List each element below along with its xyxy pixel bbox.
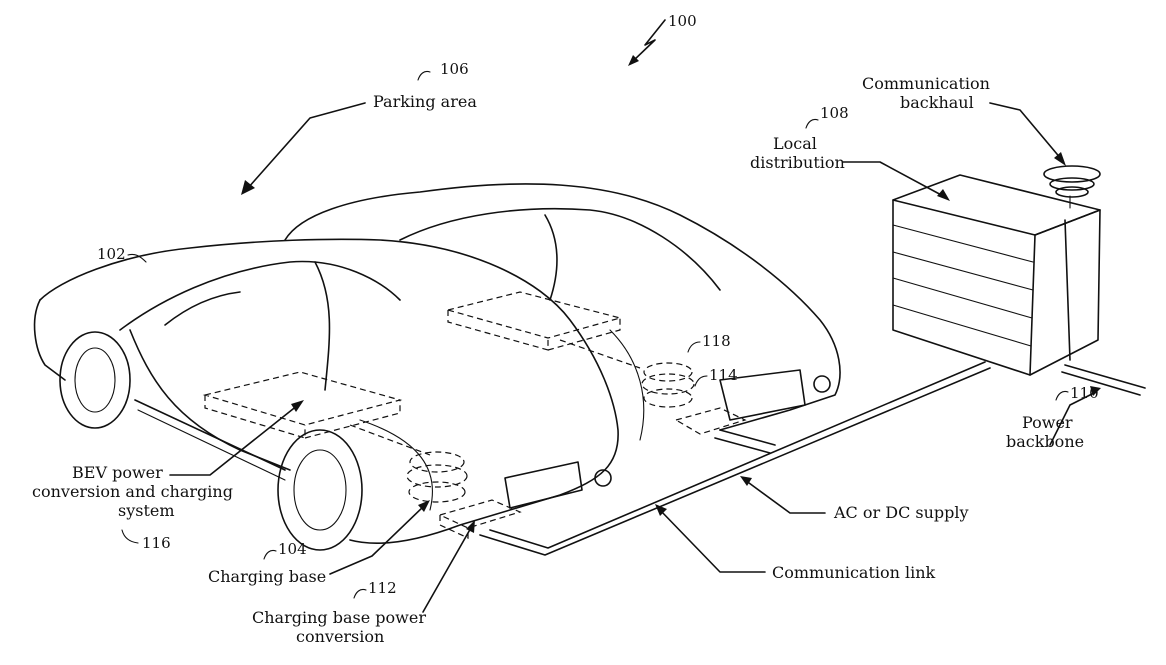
rear-vehicle <box>284 183 841 441</box>
label-parking-area: Parking area <box>373 92 477 111</box>
ref-114: 114 <box>709 366 738 384</box>
ref-110: 110 <box>1070 384 1099 402</box>
distribution-cabinet <box>892 165 1101 376</box>
label-communication-link: Communication link <box>772 563 936 582</box>
label-conversion-charging: conversion and charging <box>32 482 233 501</box>
label-charging-base-power: Charging base power <box>252 608 426 627</box>
ref-118: 118 <box>702 332 731 350</box>
ref-104: 104 <box>278 540 307 558</box>
label-communication: Communication <box>862 74 990 93</box>
labels: 100 106 Parking area 102 108 Local distr… <box>32 12 1099 646</box>
leader-lines <box>121 19 1101 613</box>
label-backhaul: backhaul <box>900 93 974 112</box>
ref-102: 102 <box>97 245 126 263</box>
ref-112: 112 <box>368 579 397 597</box>
ref-106: 106 <box>440 60 469 78</box>
ref-108: 108 <box>820 104 849 122</box>
label-system: system <box>118 501 175 520</box>
label-power: Power <box>1022 413 1073 432</box>
front-vehicle <box>33 238 619 551</box>
supply-lines <box>479 361 1146 556</box>
label-distribution: distribution <box>750 153 845 172</box>
label-ac-dc-supply: AC or DC supply <box>833 503 969 522</box>
ref-100: 100 <box>668 12 697 30</box>
label-charging-base: Charging base <box>208 567 326 586</box>
label-bev-power: BEV power <box>72 463 163 482</box>
label-local: Local <box>773 134 817 153</box>
ref-116: 116 <box>142 534 171 552</box>
label-backbone: backbone <box>1006 432 1084 451</box>
label-conversion: conversion <box>296 627 384 646</box>
